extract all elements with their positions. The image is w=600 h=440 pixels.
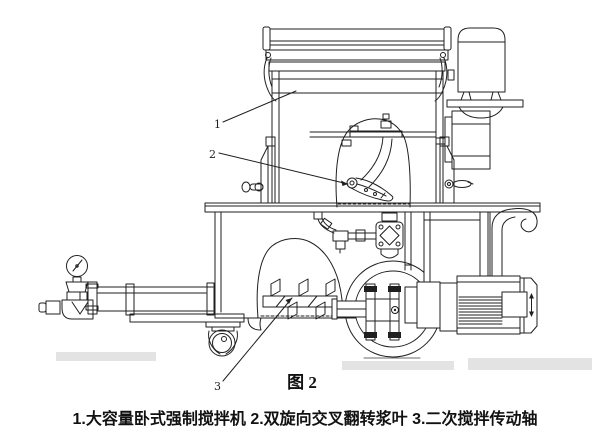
part-label-2: 2 <box>209 148 216 161</box>
part-labels: 1 2 3 <box>209 118 221 393</box>
direction-arrow-icon <box>529 293 534 317</box>
base-frame <box>129 313 262 331</box>
pump-plumbing <box>313 211 412 271</box>
gearbox <box>435 110 491 189</box>
lid-latch-left <box>263 52 277 102</box>
mixer-hopper <box>241 70 455 204</box>
pump-motor <box>404 275 538 335</box>
ground-shadows <box>56 352 592 370</box>
part-label-1: 1 <box>214 118 221 131</box>
hopper-motor <box>446 27 524 119</box>
pipe-clamp <box>247 317 262 331</box>
pressure-gauge <box>66 255 88 283</box>
part-label-3: 3 <box>214 380 221 393</box>
leader-lines <box>218 90 349 382</box>
figure-caption: 1.大容量卧式强制搅拌机 2.双旋向交叉翻转浆叶 3.二次搅拌传动轴 <box>73 409 538 428</box>
wheel-hub <box>331 283 401 341</box>
tank-top-plate <box>204 202 541 213</box>
agitator-shaft-cutaway <box>256 238 344 320</box>
outlet-pump-pipe <box>38 255 215 320</box>
hopper-lid <box>262 26 452 72</box>
push-handle <box>491 208 538 291</box>
figure-number-label: 图 2 <box>287 373 317 392</box>
caster-wheel <box>205 321 241 357</box>
mixing-paddle-cutaway <box>335 113 411 208</box>
motor-fins <box>458 296 503 325</box>
